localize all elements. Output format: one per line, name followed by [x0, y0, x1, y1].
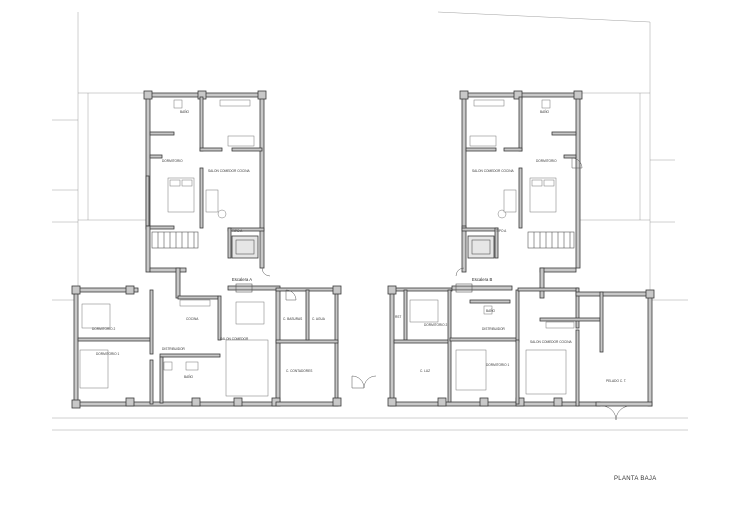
toilet-icon [163, 361, 173, 371]
bed-icon [79, 349, 109, 389]
room-label: SALON COMEDOR COCINA [530, 340, 572, 344]
room-label: DISTRIBUIDOR [162, 347, 186, 351]
room-label: TIPO A [496, 229, 507, 233]
room-label: DORMITORIO 2 [92, 327, 116, 331]
stair-label-a: Escalera A [232, 277, 252, 282]
room-label: DORMITORIO 1 [486, 363, 510, 367]
stair-label-b: Escalera B [472, 277, 492, 282]
toilet-icon [483, 305, 493, 315]
room-label: SALON COMEDOR COCINA [208, 169, 250, 173]
room-label: BAÑO [486, 308, 496, 313]
sofa-icon [225, 339, 269, 397]
toilet-icon [173, 99, 183, 109]
sheet-title: PLANTA BAJA [614, 476, 657, 482]
room-label: BAÑO [180, 109, 190, 114]
room-label: SALON COMEDOR [220, 337, 249, 341]
block-b: BAÑO DORMITORIO SALON COMEDOR COCINA TIP… [387, 90, 655, 421]
room-label: COCINA [186, 317, 199, 321]
room-label: DISTRIBUIDOR [482, 327, 506, 331]
room-label: SALON COMEDOR COCINA [472, 169, 514, 173]
sofa-icon [525, 349, 567, 395]
room-label: C. AGUA [312, 317, 326, 321]
block-a: BAÑO DORMITORIO SALON COMEDOR COCINA TIP… [71, 90, 377, 409]
room-label: PELADO C. T. [606, 379, 626, 383]
bed-icon [409, 299, 439, 323]
room-label: BAÑO [184, 374, 194, 379]
room-label: BAÑO [540, 109, 550, 114]
room-label: DORMITORIO 1 [96, 352, 120, 356]
stair-flight-b [527, 231, 575, 249]
room-label: DORMITORIO [162, 159, 183, 163]
stair-flight-a [151, 231, 199, 249]
room-label: C. CONTADORES [286, 369, 312, 373]
bed-icon [455, 349, 487, 391]
site-context-lines [52, 11, 688, 431]
room-label: C. LUZ [420, 369, 430, 373]
room-label: RST [395, 315, 401, 319]
room-label: C. BASURAS [283, 317, 302, 321]
room-label: DORMITORIO 2 [424, 323, 448, 327]
bed-icon [81, 303, 111, 329]
toilet-icon [541, 99, 551, 109]
room-label: DORMITORIO [536, 159, 557, 163]
room-label: TIPO A [232, 229, 243, 233]
